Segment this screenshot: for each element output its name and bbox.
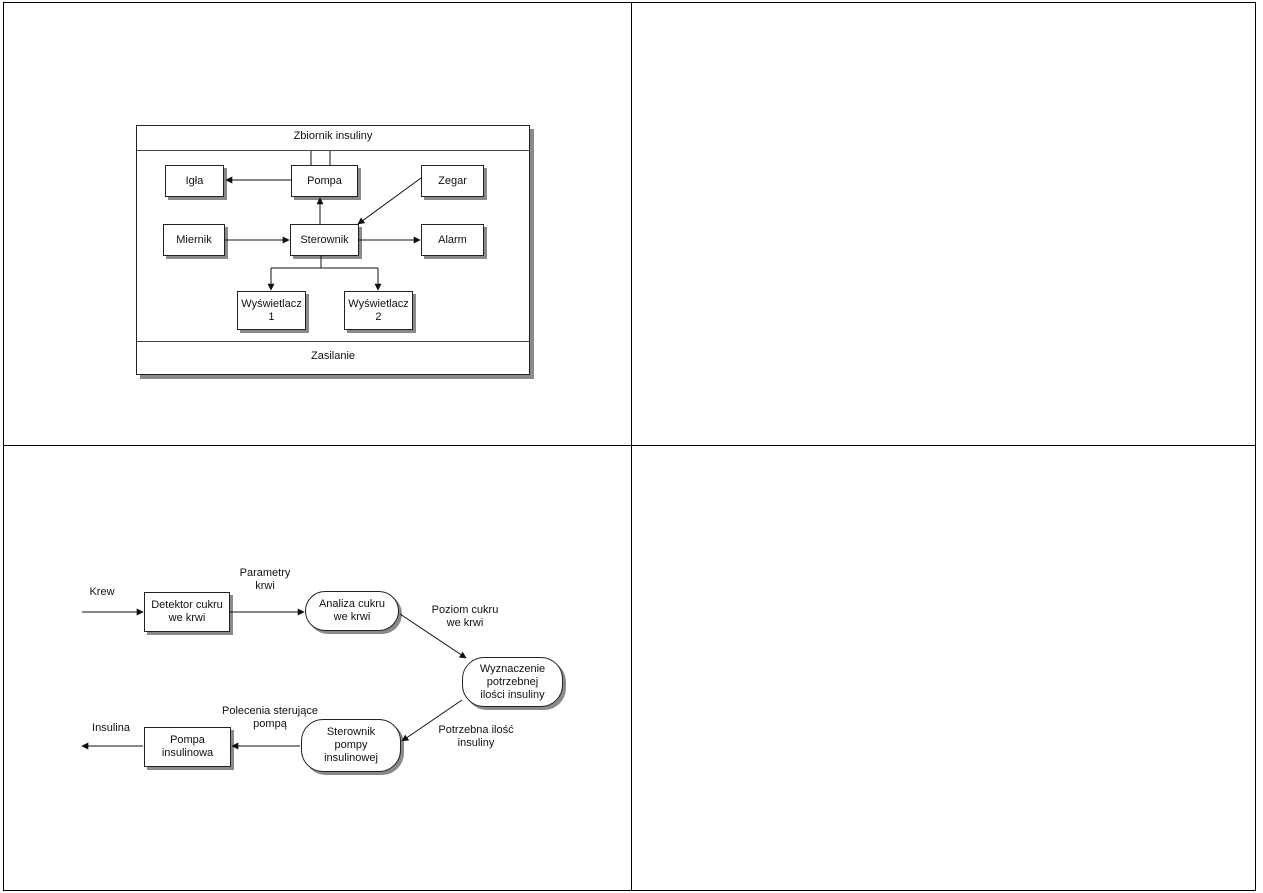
grid-outer-left xyxy=(3,2,4,891)
display-1-box: Wyświetlacz 1 xyxy=(237,291,306,330)
controller-box: Sterownik xyxy=(290,224,359,256)
insulin-needed-label: Potrzebna ilość insuliny xyxy=(438,724,514,749)
clock-to-controller-arrow xyxy=(357,177,422,225)
sugar-detector-box: Detektor cukru we krwi xyxy=(144,592,230,632)
sugar-analysis-node: Analiza cukru we krwi xyxy=(305,591,399,631)
pump-box: Pompa xyxy=(291,165,358,197)
insulin-calc-node: Wyznaczenie potrzebnej ilości insuliny xyxy=(462,657,563,707)
meter-box: Miernik xyxy=(163,224,225,256)
calc-to-controller-arrow xyxy=(401,699,463,742)
alarm-box: Alarm xyxy=(421,224,484,256)
insulin-pump-box: Pompa insulinowa xyxy=(144,727,231,767)
power-divider xyxy=(137,341,529,342)
reservoir-divider xyxy=(137,150,529,151)
sugar-level-label: Poziom cukru we krwi xyxy=(431,604,499,629)
insulin-label: Insulina xyxy=(92,722,130,734)
grid-outer-bottom xyxy=(3,890,1256,891)
grid-middle-horizontal xyxy=(3,445,1256,446)
pump-controller-node: Sterownik pompy insulinowej xyxy=(301,719,401,772)
reservoir-label: Zbiornik insuliny xyxy=(293,130,373,142)
pump-commands-label: Polecenia sterujące pompą xyxy=(221,705,318,730)
blood-label: Krew xyxy=(89,586,115,598)
power-label: Zasilanie xyxy=(310,350,356,362)
display-2-box: Wyświetlacz 2 xyxy=(344,291,413,330)
blood-params-label: Parametry krwi xyxy=(239,567,291,592)
analysis-to-calc-arrow xyxy=(399,613,467,659)
needle-box: Igła xyxy=(165,165,224,197)
clock-box: Zegar xyxy=(421,165,484,197)
grid-outer-right xyxy=(1255,2,1256,891)
grid-middle-vertical xyxy=(631,2,632,891)
grid-outer-top xyxy=(3,2,1256,3)
